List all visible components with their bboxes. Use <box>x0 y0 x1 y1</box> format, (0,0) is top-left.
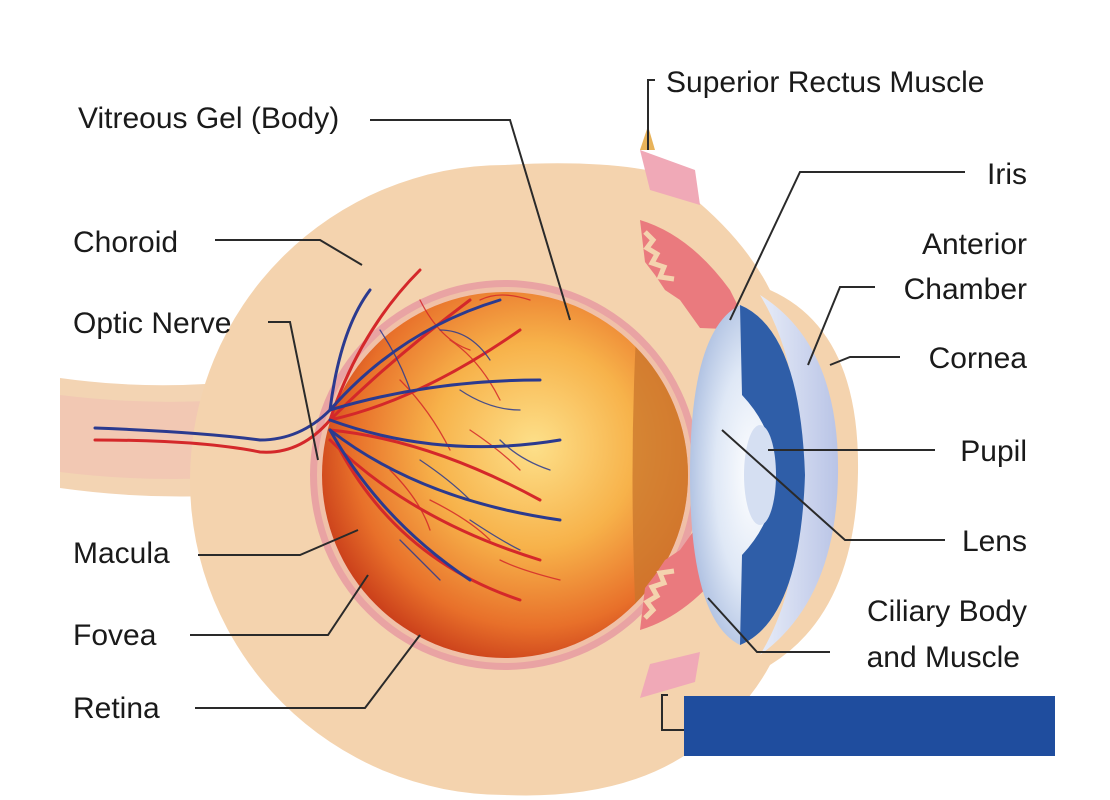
label-pupil: Pupil <box>960 435 1027 468</box>
cornea <box>760 295 839 655</box>
label-retina: Retina <box>73 692 160 725</box>
superior-rectus-muscle <box>640 150 700 205</box>
label-ciliary-line1: Ciliary Body <box>867 595 1027 628</box>
ciliary-body-upper <box>640 220 750 330</box>
label-superior-rectus: Superior Rectus Muscle <box>666 66 984 99</box>
label-choroid: Choroid <box>73 226 178 259</box>
blood-vessels <box>93 268 562 602</box>
leader-lines <box>190 79 965 731</box>
label-optic-nerve: Optic Nerve <box>73 307 231 340</box>
label-cornea: Cornea <box>929 342 1028 375</box>
label-iris: Iris <box>987 158 1027 191</box>
label-ciliary-line2: and Muscle <box>867 641 1020 674</box>
iris-blue <box>740 305 805 645</box>
vitreous-body <box>322 292 688 658</box>
label-vitreous-gel: Vitreous Gel (Body) <box>78 102 339 135</box>
label-lens: Lens <box>962 525 1027 558</box>
label-anterior-chamber-line1: Anterior <box>922 228 1027 261</box>
label-fovea: Fovea <box>73 619 157 652</box>
label-macula: Macula <box>73 537 170 570</box>
label-anterior-chamber-line2: Chamber <box>904 273 1027 306</box>
inferior-rectus-muscle <box>640 652 700 698</box>
redaction-box <box>684 696 1055 756</box>
